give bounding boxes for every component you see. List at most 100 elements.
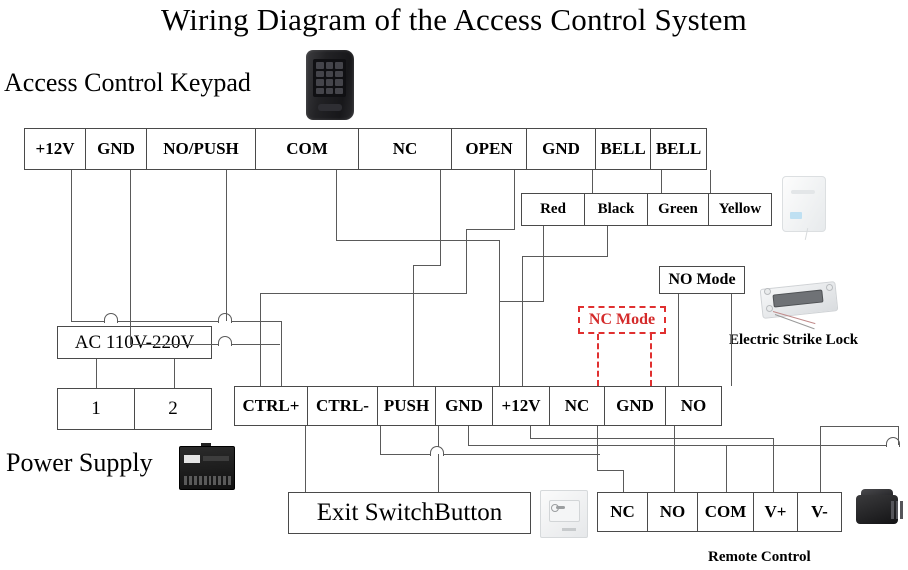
- remote-terminal-v--4: V-: [797, 492, 842, 532]
- controller-terminal-ctrl--0: CTRL+: [234, 386, 308, 426]
- exit-switch-device: [540, 490, 588, 538]
- wire-keypad-gnd-vertical: [130, 170, 131, 344]
- wire-push-down: [438, 426, 439, 454]
- wire-nc-bus: [597, 470, 623, 471]
- wire-open-to-push: [260, 293, 261, 386]
- wire-remote-vminus-drop: [898, 426, 899, 445]
- wire-keypad-12v-vertical: [71, 170, 72, 321]
- power-supply-label: [184, 455, 200, 463]
- wire-keypad-nc-drop: [413, 265, 414, 386]
- wire-keypad-com-vertical: [336, 170, 337, 240]
- doorbell-wire-yellow-3: Yellow: [708, 193, 772, 226]
- wire-ctrl-minus-down: [380, 426, 381, 454]
- wire-doorbell-red-vertical: [543, 226, 544, 301]
- wire-12v-bus: [530, 438, 773, 439]
- no-mode-box: NO Mode: [659, 266, 745, 294]
- wire-gnd-to-remote-com: [726, 445, 727, 492]
- doorbell-wire-black-1: Black: [584, 193, 648, 226]
- wire-ctrl-plus-down: [305, 426, 306, 492]
- remote-terminal-v--3: V+: [753, 492, 798, 532]
- wire-doorbell-black-drop: [522, 256, 523, 386]
- label-electric-strike-lock: Electric Strike Lock: [729, 332, 859, 348]
- wire-12v-down: [530, 426, 531, 438]
- wire-no-mode-to-no: [731, 294, 732, 386]
- power-supply-stripe: [203, 456, 229, 461]
- doorbell-led: [790, 212, 802, 219]
- wire-keypad-12v-horizontal: [71, 321, 281, 322]
- keypad-logo: [318, 104, 342, 111]
- wire-com-drop: [499, 240, 500, 386]
- wire-jump: [218, 313, 232, 323]
- strike-screw: [826, 284, 833, 291]
- controller-terminal-nc-5: NC: [549, 386, 605, 426]
- remote-terminal-com-2: COM: [697, 492, 754, 532]
- wire-open-bus: [260, 293, 467, 294]
- remote-terminal-no-1: NO: [647, 492, 698, 532]
- controller-terminal-gnd-6: GND: [604, 386, 666, 426]
- wire-push-bus: [380, 454, 600, 455]
- controller-terminal-push-2: PUSH: [377, 386, 436, 426]
- wire-keypad-nc-horizontal: [413, 265, 441, 266]
- power-supply-mount: [201, 443, 211, 447]
- controller-terminal--12v-4: +12V: [492, 386, 550, 426]
- wire-ac-line-2: [174, 359, 175, 388]
- wire-jump: [886, 437, 900, 447]
- label-remote-control: Remote Control: [708, 549, 811, 565]
- wire-doorbell-black-horizontal: [522, 256, 608, 257]
- wire-remote-vminus-stub: [820, 426, 821, 492]
- controller-terminal-gnd-3: GND: [435, 386, 493, 426]
- wire-nc-to-remote-nc: [623, 470, 624, 492]
- keypad-terminal--12v-0: +12V: [24, 128, 86, 170]
- wire-keypad-nopush-vertical: [226, 170, 227, 321]
- wire-gnd-bus: [468, 445, 898, 446]
- wire-nc-mode-to-nc: [597, 334, 599, 386]
- wire-keypad-com-horizontal: [336, 240, 499, 241]
- wire-keypad-nc-vertical: [440, 170, 441, 265]
- wire-no-mode-to-gnd: [678, 294, 679, 386]
- wire-keypad-open-vertical: [514, 170, 515, 229]
- wire-keypad-gnd2-vertical: [592, 170, 593, 193]
- wire-jump: [430, 446, 444, 456]
- wire-nc-mode-to-gnd: [650, 334, 652, 386]
- wire-doorbell-black-vertical: [607, 226, 608, 256]
- keypad-terminal-open-5: OPEN: [451, 128, 527, 170]
- access-control-keypad-device: [306, 50, 354, 120]
- label-access-control-keypad: Access Control Keypad: [4, 68, 251, 97]
- controller-terminal-no-7: NO: [665, 386, 722, 426]
- ac-terminal-2-1: 2: [134, 388, 212, 430]
- wire-bell-2: [710, 170, 711, 193]
- power-supply-terminals: [184, 476, 232, 485]
- remote-receiver-fins: [891, 501, 904, 519]
- keypad-terminal-nc-4: NC: [358, 128, 452, 170]
- keypad-terminal-com-3: COM: [255, 128, 359, 170]
- wire-no-to-remote-no: [674, 426, 675, 492]
- doorbell-device: [782, 176, 826, 240]
- keypad-terminal-bell-7: BELL: [595, 128, 651, 170]
- label-power-supply: Power Supply: [6, 448, 153, 477]
- keypad-terminal-bell-8: BELL: [650, 128, 707, 170]
- wire-jump: [218, 336, 232, 346]
- keypad-keys: [313, 59, 346, 97]
- doorbell-body: [782, 176, 826, 232]
- remote-terminal-nc-0: NC: [597, 492, 648, 532]
- strike-screw: [764, 288, 771, 295]
- keypad-terminal-gnd-1: GND: [85, 128, 147, 170]
- wire-ac-line-1: [96, 359, 97, 388]
- wire-keypad-open-horizontal: [466, 229, 515, 230]
- keypad-terminal-gnd-6: GND: [526, 128, 596, 170]
- nc-mode-box: NC Mode: [578, 306, 666, 334]
- ac-terminal-1-0: 1: [57, 388, 135, 430]
- electric-strike-lock-device: [757, 281, 839, 331]
- doorbell-speaker-slot: [791, 190, 815, 194]
- doorbell-wire-green-2: Green: [647, 193, 709, 226]
- exit-switch-button-box: Exit SwitchButton: [288, 492, 531, 534]
- wire-doorbell-red-horizontal: [499, 301, 544, 302]
- remote-control-receiver-device: [856, 489, 904, 529]
- exit-switch-text-strip: [562, 528, 576, 531]
- wire-bus-to-ctrl-minus: [281, 344, 282, 386]
